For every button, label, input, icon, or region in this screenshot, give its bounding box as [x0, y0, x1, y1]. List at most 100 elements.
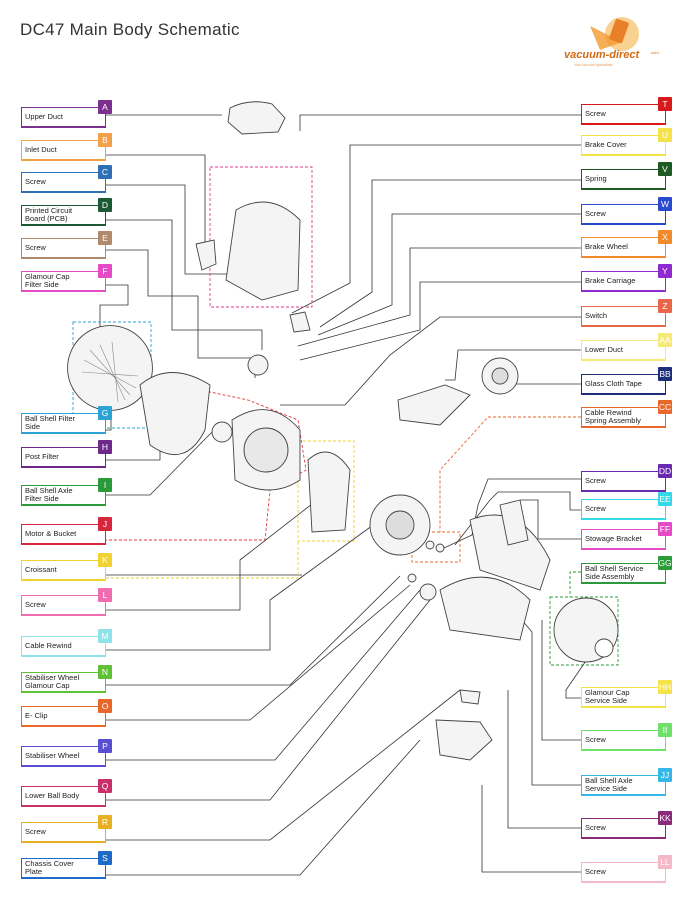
part-code-badge: J: [98, 517, 112, 531]
part-code-badge: EE: [658, 492, 672, 506]
post-filter-part: [139, 372, 211, 455]
stowage-bracket-part: [499, 499, 529, 546]
part-code-badge: HH: [658, 680, 672, 694]
part-code-badge: L: [98, 588, 112, 602]
glamour-cap-filter-part: [67, 325, 153, 411]
part-drawings: [67, 101, 619, 761]
part-code-badge: G: [98, 406, 112, 420]
part-label-w: Screw W: [581, 197, 672, 225]
part-label-q: Lower Ball Body Q: [21, 779, 112, 807]
part-code-badge: GG: [658, 556, 672, 570]
part-label-s: Chassis Cover Plate S: [21, 851, 112, 879]
part-name: Switch: [585, 311, 608, 320]
part-name: Stowage Bracket: [585, 534, 642, 543]
part-name: Spring: [585, 174, 607, 183]
part-code-badge: CC: [658, 400, 672, 414]
part-label-v: Spring V: [581, 162, 672, 190]
brake-cover-part: [289, 311, 311, 333]
part-name: Screw: [585, 823, 606, 832]
lower-duct-part: [397, 384, 471, 426]
part-name: Printed Circuit Board (PCB): [25, 206, 73, 223]
lower-ball-body-part: [439, 576, 531, 641]
part-name: Brake Carriage: [585, 276, 636, 285]
part-code-badge: N: [98, 665, 112, 679]
part-label-h: Post Filter H: [21, 440, 112, 468]
part-code-badge: D: [98, 198, 112, 212]
stabiliser-wheel-part: [419, 583, 437, 601]
part-code-badge: LL: [658, 855, 672, 869]
logo-suffix: .com: [650, 50, 659, 55]
part-name: Stabiliser Wheel: [25, 751, 80, 760]
part-code-badge: H: [98, 440, 112, 454]
part-label-ll: Screw LL: [581, 855, 672, 883]
part-name: Screw: [585, 476, 606, 485]
part-code-badge: Q: [98, 779, 112, 793]
part-name: E- Clip: [25, 711, 48, 720]
vacuum-direct-logo: vacuum-direct .com Your vacuum specialis…: [564, 17, 659, 67]
part-code-badge: X: [658, 230, 672, 244]
part-name: Screw: [585, 867, 606, 876]
part-label-t: Screw T: [581, 97, 672, 125]
part-name: Lower Ball Body: [25, 791, 80, 800]
part-name: Glass Cloth Tape: [585, 379, 642, 388]
upper-duct-part: [227, 101, 286, 135]
part-name: Chassis Cover Plate: [25, 859, 74, 876]
part-code-badge: V: [658, 162, 672, 176]
part-name: Glamour Cap Filter Side: [25, 272, 70, 289]
part-code-badge: BB: [658, 367, 672, 381]
part-name: Croissant: [25, 565, 57, 574]
part-name: Post Filter: [25, 452, 59, 461]
switch-part: [247, 354, 269, 376]
part-code-badge: S: [98, 851, 112, 865]
part-name: Ball Shell Filter Side: [25, 414, 76, 431]
part-code-badge: II: [658, 723, 672, 737]
page-title: DC47 Main Body Schematic: [20, 20, 240, 39]
part-label-e: Screw E: [21, 231, 112, 259]
part-code-badge: M: [98, 629, 112, 643]
part-label-bb: Glass Cloth Tape BB: [581, 367, 672, 395]
part-label-l: Screw L: [21, 588, 112, 616]
logo-text: vacuum-direct: [564, 49, 641, 61]
part-code-badge: W: [658, 197, 672, 211]
logo-tagline: Your vacuum specialists: [574, 63, 613, 67]
part-code-badge: E: [98, 231, 112, 245]
part-code-badge: T: [658, 97, 672, 111]
part-name: Glamour Cap Service Side: [585, 688, 630, 705]
part-name: Brake Cover: [585, 140, 627, 149]
part-label-dd: Screw DD: [581, 464, 672, 492]
part-code-badge: I: [98, 478, 112, 492]
part-name: Screw: [25, 243, 46, 252]
part-code-badge: JJ: [658, 768, 672, 782]
part-label-f: Glamour Cap Filter Side F: [21, 264, 112, 292]
part-name: Upper Duct: [25, 112, 63, 121]
part-code-badge: C: [98, 165, 112, 179]
part-name: Stabiliser Wheel Glamour Cap: [25, 673, 80, 690]
part-code-badge: DD: [658, 464, 672, 478]
part-name: Screw: [585, 109, 606, 118]
part-code-badge: R: [98, 815, 112, 829]
e-clip-part: [407, 573, 417, 583]
part-name: Screw: [25, 600, 46, 609]
part-code-badge: F: [98, 264, 112, 278]
part-name: Screw: [585, 209, 606, 218]
